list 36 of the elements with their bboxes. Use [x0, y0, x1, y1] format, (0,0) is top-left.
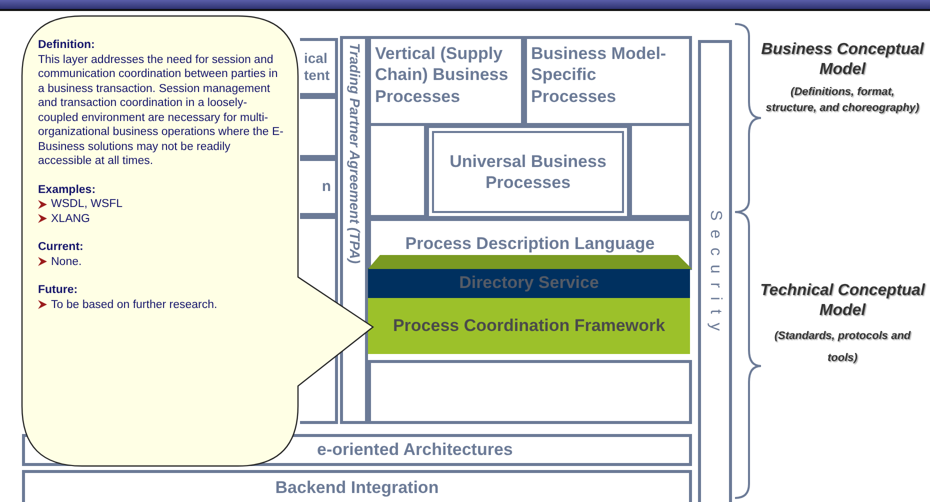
- layer-box: [300, 38, 338, 96]
- empty-box: [368, 360, 692, 424]
- layer-box: [524, 36, 692, 126]
- layer-box: [427, 126, 629, 218]
- band-label: Security: [706, 210, 725, 340]
- model-heading: Technical Conceptual Model: [759, 281, 926, 321]
- layer-label: Process Description Language: [405, 233, 655, 255]
- section-heading: Definition:: [38, 38, 96, 52]
- vertical-band: [698, 40, 732, 502]
- list-item: XLANG: [51, 212, 90, 226]
- layer-label: Universal Business Processes: [448, 150, 608, 194]
- section-heading: Examples:: [38, 182, 97, 197]
- section-heading: Future:: [38, 283, 79, 298]
- layer-label: Process Coordination Framework: [392, 315, 666, 337]
- model-heading: Business Conceptual Model: [760, 40, 925, 80]
- layer-box: [300, 158, 338, 216]
- layer-band: [368, 268, 690, 298]
- highlighted-layer: [368, 298, 690, 354]
- layer-label: n: [322, 178, 331, 196]
- layer-label: Vertical (Supply Chain) Business Processes: [375, 43, 510, 107]
- definition-text: This layer addresses the need for session and communication coordination between parties in a business transaction. Session management and transaction coordination in a loosely-coupled environment are necessary for multi-organizational business operations where the E-Business solutions may not be readily accessible at all times.: [38, 52, 284, 168]
- layer-label: Business Model-Specific Processes: [531, 43, 668, 107]
- model-description: (Definitions, format, structure, and choreography): [764, 85, 920, 116]
- layer-box: [22, 470, 692, 502]
- layer-label: Backend Integration: [275, 477, 439, 498]
- layer-label: Directory Service: [459, 272, 599, 294]
- list-item: To be based on further research.: [51, 298, 218, 312]
- layer-label: e-oriented Architectures: [317, 439, 513, 461]
- vertical-band: [340, 36, 368, 424]
- band-label: Trading Partner Agreement (TPA): [346, 43, 363, 264]
- model-description: (Standards, protocols and tools): [773, 329, 912, 366]
- section-heading: Current:: [38, 240, 84, 254]
- list-item: None.: [51, 254, 82, 269]
- layer-box: [368, 36, 524, 126]
- layer-label: ical tent: [304, 50, 331, 84]
- list-item: WSDL, WSFL: [51, 197, 123, 212]
